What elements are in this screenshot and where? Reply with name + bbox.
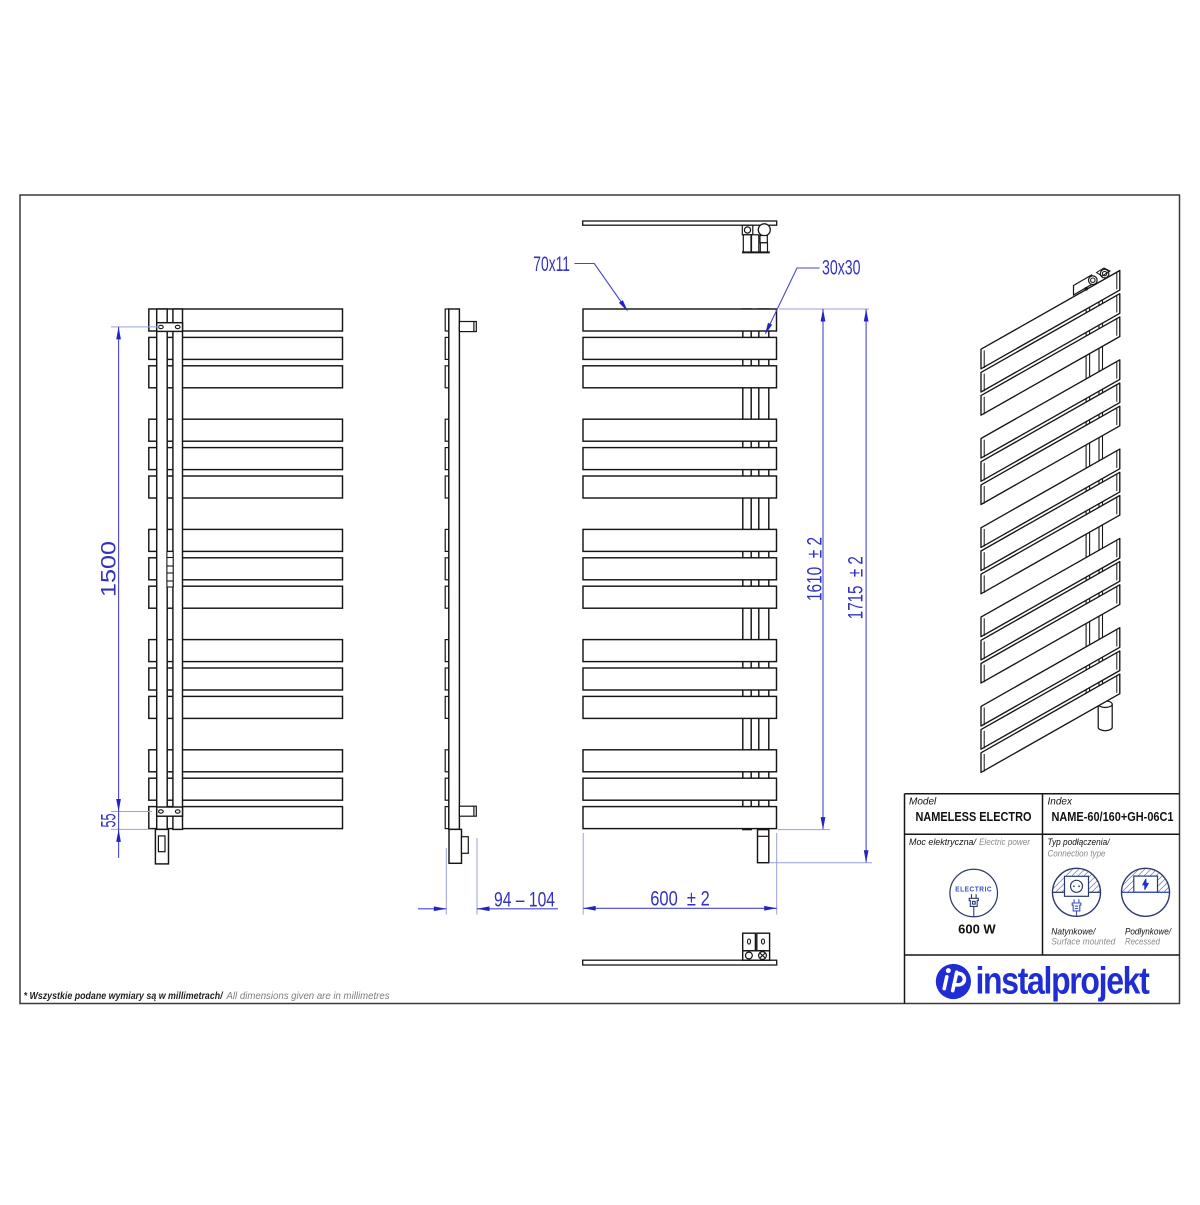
svg-text:30x30: 30x30 — [822, 257, 861, 280]
svg-text:NAMELESS ELECTRO: NAMELESS ELECTRO — [916, 809, 1032, 824]
svg-text:55: 55 — [98, 814, 121, 828]
svg-text:ELECTRIC: ELECTRIC — [955, 885, 992, 894]
svg-text:NAME-60/160+GH-06C1: NAME-60/160+GH-06C1 — [1052, 809, 1174, 824]
svg-text:Podłynkowe/: Podłynkowe/ — [1125, 927, 1172, 938]
svg-text:Electric power: Electric power — [979, 837, 1031, 848]
svg-text:Recessed: Recessed — [1125, 937, 1161, 948]
svg-text:Natynkowe/: Natynkowe/ — [1051, 927, 1096, 938]
svg-text:Moc elektryczna/: Moc elektryczna/ — [909, 837, 977, 848]
svg-text:1500: 1500 — [98, 541, 121, 597]
svg-text:1715 ± 2: 1715 ± 2 — [845, 556, 868, 619]
svg-text:Index: Index — [1048, 797, 1073, 808]
svg-text:Connection type: Connection type — [1048, 849, 1106, 860]
svg-text:1610 ± 2: 1610 ± 2 — [804, 537, 827, 601]
svg-text:instalprojekt: instalprojekt — [976, 961, 1150, 1002]
svg-text:Surface mounted: Surface mounted — [1051, 937, 1116, 948]
svg-text:All dimensions given are in mi: All dimensions given are in millimetres — [226, 991, 390, 1002]
svg-text:94 – 104: 94 – 104 — [494, 889, 555, 912]
svg-text:Model: Model — [909, 797, 937, 808]
svg-text:70x11: 70x11 — [533, 253, 570, 276]
svg-text:600 ± 2: 600 ± 2 — [650, 887, 710, 910]
svg-text:Typ podłączenia/: Typ podłączenia/ — [1048, 837, 1111, 848]
svg-text:600 W: 600 W — [958, 922, 996, 937]
svg-text:* Wszystkie podane wymiary są: * Wszystkie podane wymiary są w millimet… — [24, 991, 224, 1002]
